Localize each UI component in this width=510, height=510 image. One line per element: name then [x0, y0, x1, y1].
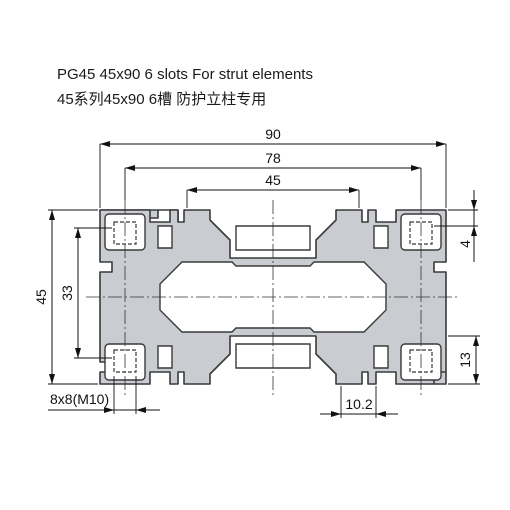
dim-10-2-label: 10.2	[345, 396, 372, 412]
dim-45-horizontal-label: 45	[265, 172, 281, 188]
dim-33-label: 33	[59, 285, 75, 301]
dim-45-vertical-label: 45	[33, 289, 49, 305]
dim-78-label: 78	[265, 150, 281, 166]
title-chinese: 45系列45x90 6槽 防护立柱专用	[57, 91, 266, 108]
title-english: PG45 45x90 6 slots For strut elements	[57, 66, 313, 83]
dim-13-label: 13	[457, 352, 473, 368]
top-slot-right-chamber	[373, 225, 389, 249]
dim-4-label: 4	[457, 240, 473, 248]
bottom-slot-left-chamber	[157, 345, 173, 369]
dim-8x8-label: 8x8(M10)	[50, 391, 109, 407]
dim-90-label: 90	[265, 126, 281, 142]
top-slot-left-chamber	[157, 225, 173, 249]
bottom-slot-right-chamber	[373, 345, 389, 369]
top-slot-center-chamber	[235, 225, 311, 251]
